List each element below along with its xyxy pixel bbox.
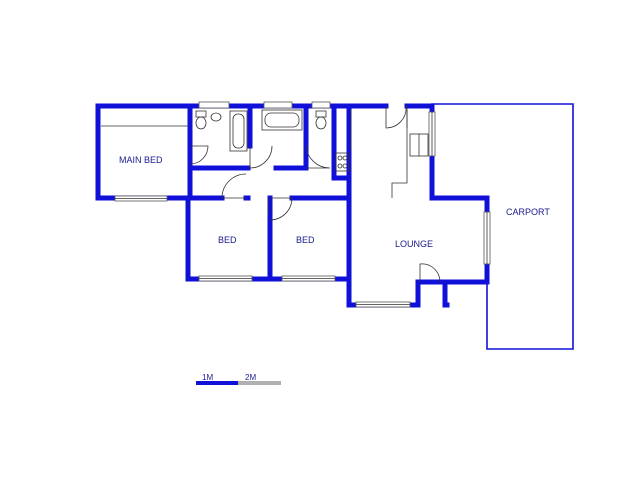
- scale-label-1m: 1M: [202, 373, 213, 382]
- room-label-bed-2: BED: [296, 235, 315, 245]
- interior-walls: [187, 105, 352, 282]
- room-label-lounge: LOUNGE: [395, 239, 433, 249]
- room-label-carport: CARPORT: [506, 207, 550, 217]
- carport-outline: [431, 103, 574, 350]
- room-label-bed-1: BED: [218, 235, 237, 245]
- fixtures: [101, 109, 429, 198]
- scale-label-2m: 2M: [245, 373, 256, 382]
- doors: [189, 105, 441, 283]
- room-label-main-bed: MAIN BED: [119, 155, 163, 165]
- windows: [114, 101, 491, 308]
- scale-bar: 1M 2M: [196, 373, 281, 385]
